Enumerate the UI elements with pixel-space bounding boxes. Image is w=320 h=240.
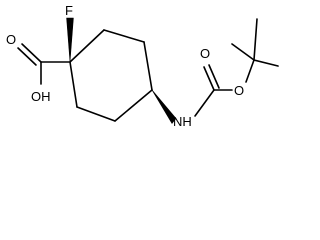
tbutyl-methyl-left-bond bbox=[231, 43, 255, 61]
ring-bond-c2-c3 bbox=[103, 29, 145, 43]
ring-bond-c4-c5 bbox=[114, 89, 153, 122]
ring-bond-c3-c4 bbox=[143, 41, 153, 91]
carbamate-carbonyl-bond-1 bbox=[203, 66, 215, 91]
fluorine-atom-label: F bbox=[65, 3, 73, 18]
acid-carbonyl-oxygen-label: O bbox=[6, 32, 16, 47]
acid-hydroxyl-label: OH bbox=[31, 89, 51, 104]
ester-oxygen-tbutyl-bond bbox=[245, 59, 255, 83]
acid-carbonyl-bond-1 bbox=[21, 43, 42, 63]
molecule-structure: F O OH NH O O bbox=[6, 3, 279, 129]
carbamate-carbonyl-oxygen-label: O bbox=[200, 46, 210, 61]
cyclohexane-ring bbox=[69, 29, 153, 122]
carbamate-carbonyl-bond-2 bbox=[208, 64, 220, 89]
ring-bond-c1-c2 bbox=[69, 29, 105, 63]
fluorine-wedge-bond bbox=[66, 17, 74, 63]
acid-carbonyl-bond-2 bbox=[17, 47, 37, 66]
amine-nh-label: NH bbox=[173, 114, 192, 129]
ring-bond-c6-c1 bbox=[69, 61, 78, 108]
tbutyl-methyl-top-bond bbox=[253, 18, 258, 61]
ring-bond-c5-c6 bbox=[76, 106, 116, 122]
nh-carbonyl-bond bbox=[194, 89, 215, 117]
tbutyl-methyl-right-bond bbox=[253, 59, 279, 67]
ester-oxygen-label: O bbox=[234, 83, 244, 98]
amine-wedge-bond bbox=[151, 89, 177, 124]
